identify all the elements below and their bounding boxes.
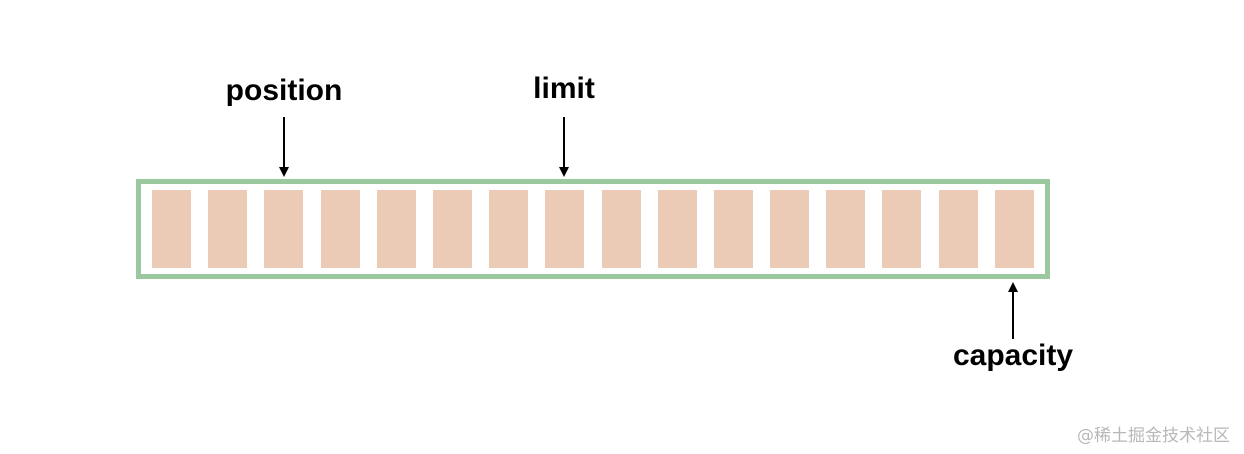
buffer-cell	[320, 190, 360, 268]
buffer-cells	[152, 190, 1034, 268]
buffer-cell	[152, 190, 191, 268]
buffer-cell	[545, 190, 585, 268]
watermark: @稀土掘金技术社区	[1077, 426, 1230, 446]
buffer-cell	[489, 190, 529, 268]
position-label: position	[225, 74, 343, 107]
buffer-cell	[770, 190, 810, 268]
buffer-cell	[938, 190, 978, 268]
buffer-cell	[994, 190, 1034, 268]
limit-label: limit	[533, 72, 595, 105]
buffer-cell	[713, 190, 753, 268]
buffer-cell	[208, 190, 248, 268]
buffer-cell	[432, 190, 472, 268]
capacity-label: capacity	[952, 339, 1074, 372]
buffer-cell	[657, 190, 697, 268]
buffer-cell	[826, 190, 866, 268]
buffer-cell	[264, 190, 304, 268]
buffer-frame	[136, 179, 1050, 279]
buffer-cell	[882, 190, 922, 268]
buffer-cell	[376, 190, 416, 268]
buffer-cell	[601, 190, 641, 268]
